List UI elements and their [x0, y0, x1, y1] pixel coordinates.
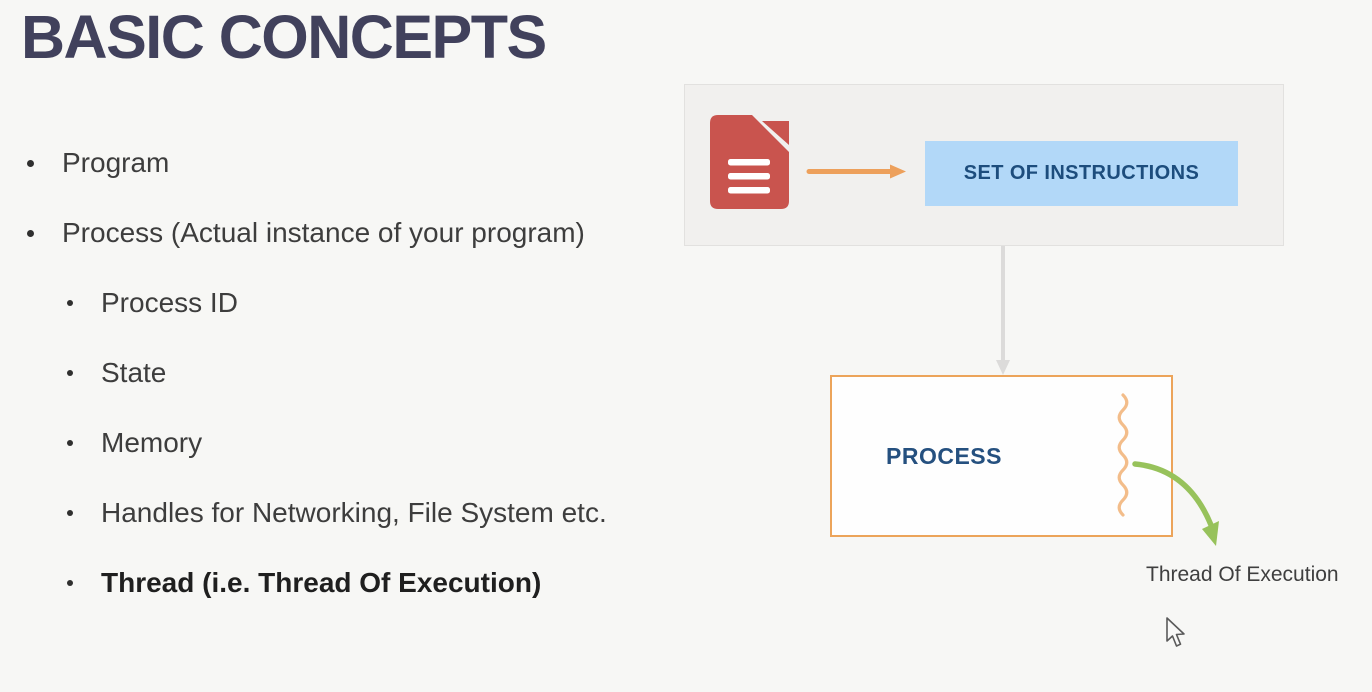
bullet-dot	[67, 580, 73, 586]
bullet-item-process-id: Process ID	[40, 268, 690, 338]
curved-green-arrow-icon	[1130, 455, 1226, 551]
bullet-label: Program	[62, 147, 170, 178]
bullet-label: State	[101, 357, 167, 388]
bullet-label: Process ID	[101, 287, 238, 318]
set-of-instructions-box: SET OF INSTRUCTIONS	[925, 141, 1238, 206]
down-arrow-connector-icon	[994, 246, 1012, 376]
bullet-label: Memory	[101, 427, 203, 458]
bullet-item-memory: Memory	[40, 408, 690, 478]
process-label: PROCESS	[886, 442, 1002, 469]
bullet-dot	[27, 229, 34, 237]
bullet-list: Program Process (Actual instance of your…	[0, 128, 690, 618]
mouse-pointer-icon	[1164, 617, 1186, 649]
bullet-item-handles: Handles for Networking, File System etc.	[40, 478, 690, 548]
bullet-dot	[27, 159, 34, 167]
bullet-item-state: State	[40, 338, 690, 408]
thread-of-execution-label: Thread Of Execution	[1146, 563, 1339, 586]
document-file-icon	[706, 114, 792, 210]
set-of-instructions-label: SET OF INSTRUCTIONS	[963, 162, 1200, 184]
page-title: BASIC CONCEPTS	[21, 3, 547, 71]
bullet-dot	[67, 300, 73, 306]
thread-squiggle-icon	[1112, 392, 1134, 520]
right-arrow-icon	[806, 163, 908, 180]
process-box: PROCESS	[830, 375, 1173, 537]
bullet-label: Process (Actual instance of your program…	[62, 217, 585, 248]
bullet-label: Thread (i.e. Thread Of Execution)	[101, 567, 542, 598]
bullet-label: Handles for Networking, File System etc.	[101, 497, 607, 528]
bullet-item-thread: Thread (i.e. Thread Of Execution)	[40, 548, 690, 618]
bullet-item-process: Process (Actual instance of your program…	[0, 198, 690, 268]
bullet-dot	[67, 370, 73, 376]
bullet-dot	[67, 440, 73, 446]
bullet-item-program: Program	[0, 128, 690, 198]
bullet-dot	[67, 510, 73, 516]
